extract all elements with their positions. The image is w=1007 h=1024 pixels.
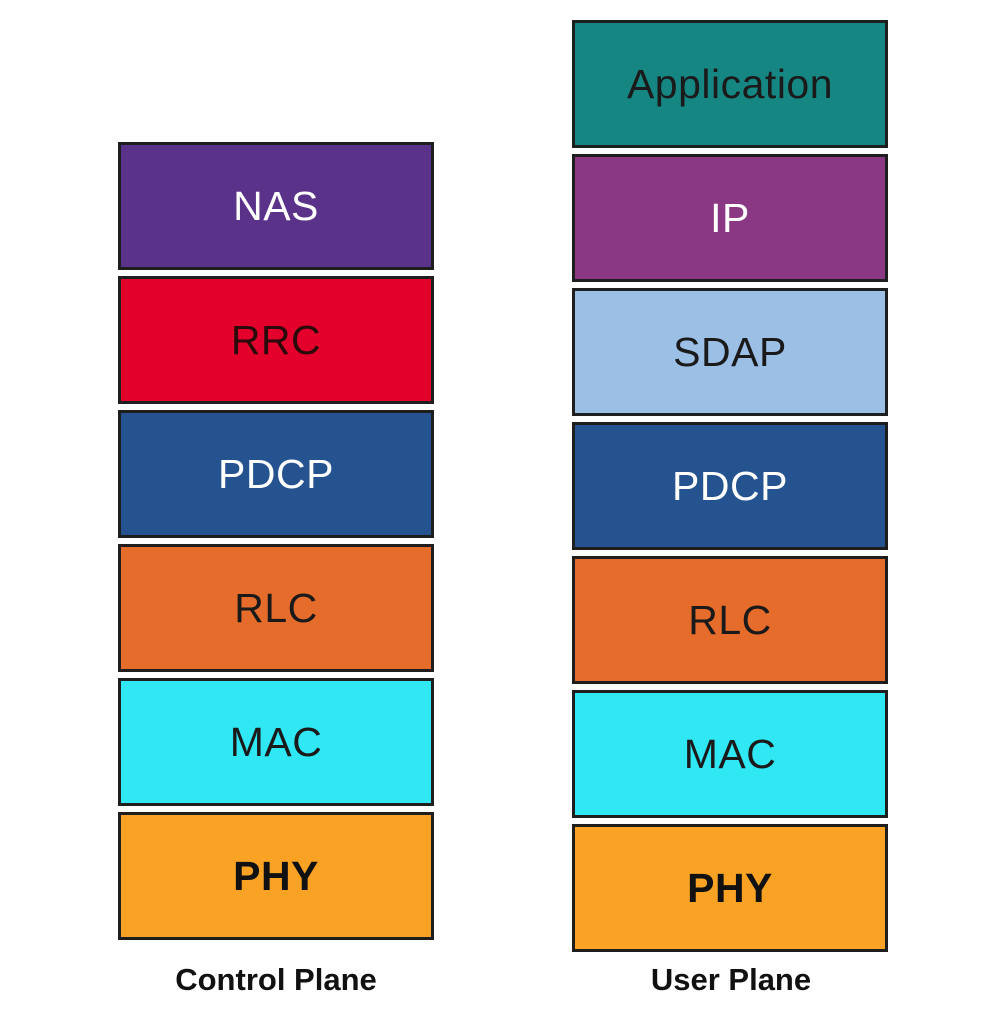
- user-layer-pdcp: PDCP: [572, 422, 888, 550]
- control-layer-phy: PHY: [118, 812, 434, 940]
- control-layer-rrc: RRC: [118, 276, 434, 404]
- user-layer-ip: IP: [572, 154, 888, 282]
- user-layer-sdap: SDAP: [572, 288, 888, 416]
- control-layer-pdcp: PDCP: [118, 410, 434, 538]
- user-layer-mac: MAC: [572, 690, 888, 818]
- control-plane-stack: NAS RRC PDCP RLC MAC PHY: [118, 142, 434, 946]
- user-layer-application: Application: [572, 20, 888, 148]
- user-layer-phy: PHY: [572, 824, 888, 952]
- control-plane-label: Control Plane: [175, 962, 377, 997]
- user-plane-label: User Plane: [650, 962, 812, 997]
- control-layer-mac: MAC: [118, 678, 434, 806]
- user-plane-stack: Application IP SDAP PDCP RLC MAC PHY: [572, 20, 888, 958]
- control-layer-rlc: RLC: [118, 544, 434, 672]
- user-layer-rlc: RLC: [572, 556, 888, 684]
- control-layer-nas: NAS: [118, 142, 434, 270]
